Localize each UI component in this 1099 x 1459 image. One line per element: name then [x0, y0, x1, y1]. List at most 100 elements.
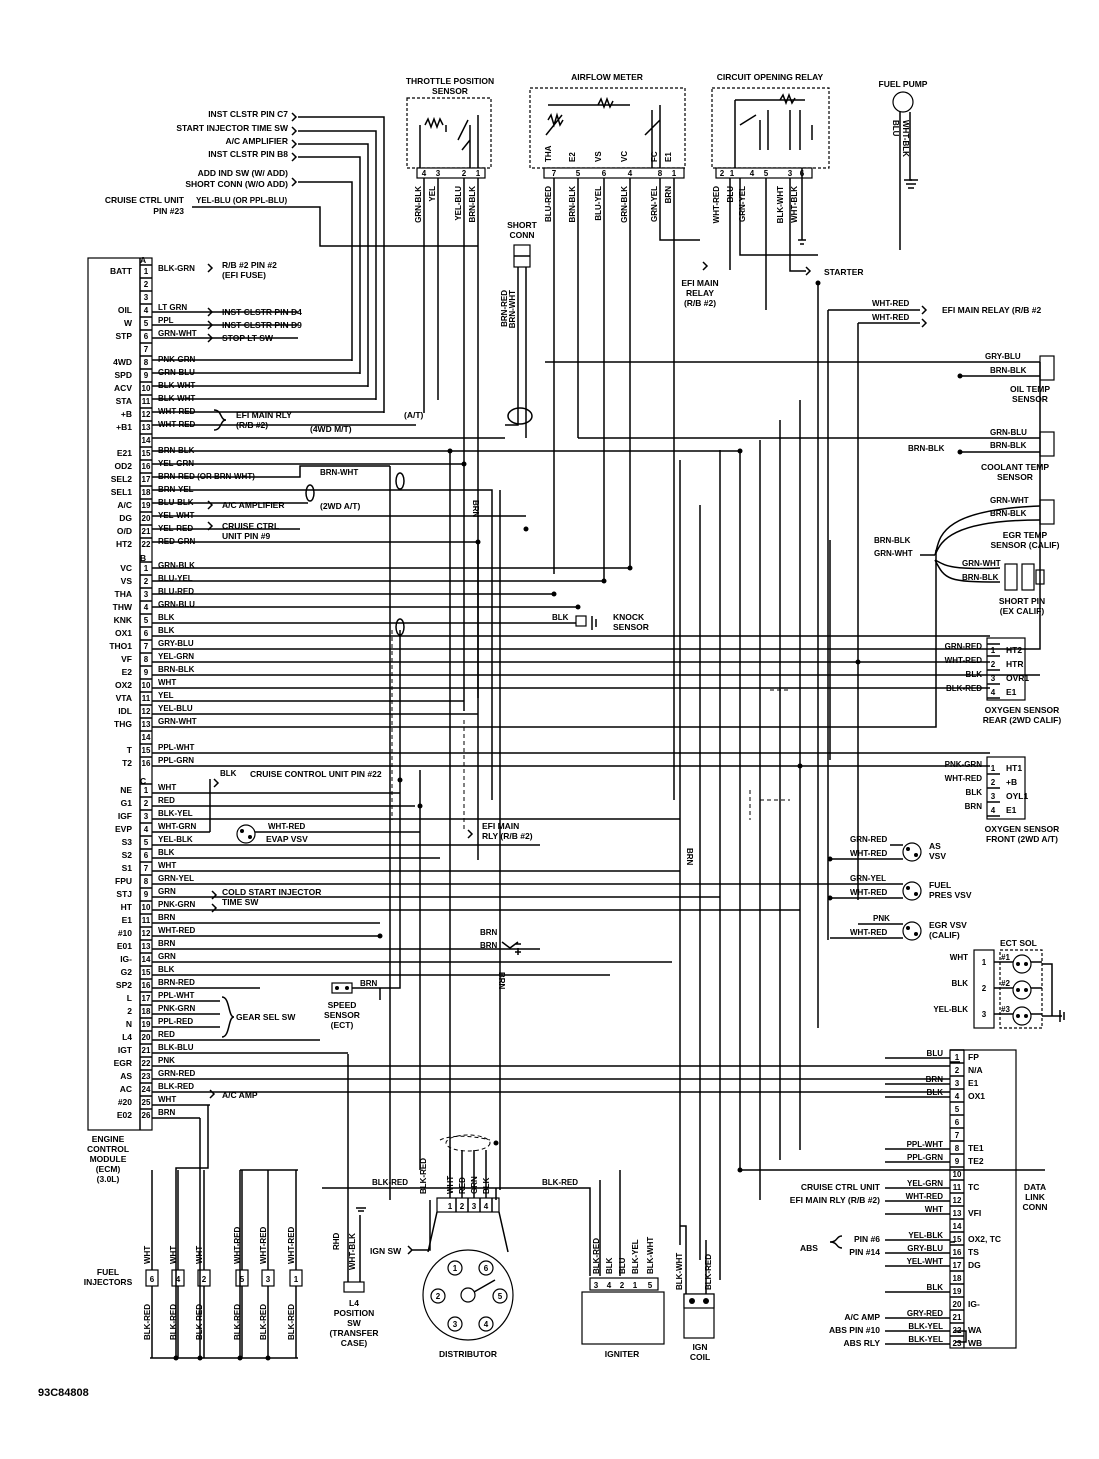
- right-efi-wire-2: WHT-RED: [872, 313, 910, 322]
- main-wiring: BLK-RED BLK-RED: [152, 178, 1045, 1361]
- ecm-wire-color: BRN-BLK: [158, 665, 195, 674]
- dlc-wire: YEL-WHT: [907, 1257, 944, 1266]
- fpv-dot-1: [906, 886, 910, 890]
- ecm-pin-name: SEL2: [111, 474, 133, 484]
- injector-number: 3: [266, 1275, 271, 1284]
- injector-number: 4: [176, 1275, 181, 1284]
- ecm-a-runs: [152, 359, 384, 413]
- ecm-pin-name: VS: [121, 576, 133, 586]
- ect-term: #3: [1001, 1005, 1010, 1014]
- as-dot-2: [914, 853, 918, 857]
- ecm-pin-number: 3: [144, 590, 149, 599]
- short-pin-label: SHORT PIN(EX CALIF): [999, 596, 1045, 616]
- ecm-pin-number: 22: [142, 540, 151, 549]
- fuel-injectors: 6WHTBLK-RED4WHTBLK-RED2WHTBLK-RED5WHT-RE…: [84, 1170, 303, 1359]
- fpv-wires: [152, 883, 903, 899]
- ecm-pin-name: HT2: [116, 539, 132, 549]
- junction-dot: [627, 565, 633, 571]
- ecm-pin-number: 2: [144, 280, 149, 289]
- dist-pin: 4: [484, 1202, 489, 1211]
- o2-pin: 4: [991, 806, 996, 815]
- c-blk-label: BLK: [220, 769, 237, 778]
- l4-wire-1: RHD: [332, 1232, 341, 1250]
- egr-wire-4: GRN-WHT: [874, 549, 913, 558]
- tps-conn: [416, 167, 486, 179]
- at-label: (A/T): [404, 410, 424, 420]
- junction-dot: [493, 1140, 499, 1146]
- ecm-pin-number: 8: [144, 655, 149, 664]
- ecm-pin-number: 15: [142, 746, 151, 755]
- efi-rly-c-1: EFI MAIN: [482, 821, 519, 831]
- injector-top-wire: WHT-RED: [259, 1226, 268, 1264]
- tps-pin: 3: [436, 169, 441, 178]
- junction-dot: [797, 763, 803, 769]
- ecm-b-runs: [152, 362, 1041, 728]
- cruise22-label: CRUISE CONTROL UNIT PIN #22: [250, 769, 382, 779]
- afm-pin: 4: [628, 169, 633, 178]
- ecm-pin-number: 10: [142, 903, 151, 912]
- ecm-a-top: [152, 311, 298, 339]
- o2-wire: GRN-RED: [945, 642, 983, 651]
- dlc-pin: 15: [953, 1235, 962, 1244]
- ecm-pin-name: VC: [120, 563, 132, 573]
- ect-wire: WHT: [950, 953, 968, 962]
- fuel-pump-wire-1: BLU: [891, 120, 900, 137]
- afm-title: AIRFLOW METER: [571, 72, 643, 82]
- dlc-term: DG: [968, 1260, 981, 1270]
- fpv-label-2: PRES VSV: [929, 890, 972, 900]
- dist-pin: 2: [460, 1202, 465, 1211]
- dlc-pin: 12: [953, 1196, 962, 1205]
- ecm-wire-color: WHT: [158, 783, 176, 792]
- ecm-pin-name: E21: [117, 448, 132, 458]
- ecm-a-b: [152, 424, 505, 439]
- rb2-pin2-1: R/B #2 PIN #2: [222, 260, 277, 270]
- ecm-wire-color: WHT: [158, 678, 176, 687]
- ecm-pin-number: 1: [144, 786, 149, 795]
- junction-dot: [815, 280, 821, 286]
- dist-label: DISTRIBUTOR: [439, 1349, 497, 1359]
- short-pin-1: [1004, 563, 1018, 591]
- ecm-pin-name: THW: [113, 602, 133, 612]
- injector-number: 5: [240, 1275, 245, 1284]
- evap-symbol: [236, 824, 256, 844]
- o2-pin: 1: [991, 646, 996, 655]
- o2-wire: PNK-GRN: [945, 760, 983, 769]
- speed-label-2: SENSOR: [324, 1010, 360, 1020]
- stop-lt-label: STOP LT SW: [222, 333, 274, 343]
- ecm-pin-name: DG: [119, 513, 132, 523]
- coil-term-1: [689, 1298, 695, 1304]
- igniter-pin: 2: [620, 1281, 625, 1290]
- o2-term: HTR: [1006, 659, 1023, 669]
- ecm-wire-color: BRN: [158, 1108, 176, 1117]
- ecm-pin-name: HT: [121, 902, 133, 912]
- dlc-term: OX1: [968, 1091, 985, 1101]
- ecm-pin-number: 11: [142, 694, 151, 703]
- ect-pin: 1: [982, 958, 987, 967]
- ecm-pin-name: THG: [114, 719, 132, 729]
- injector-top-wire: WHT: [143, 1246, 152, 1264]
- afm-wire: BRN-BLK: [568, 186, 577, 223]
- dlc-wire: WHT-RED: [906, 1192, 944, 1201]
- afm-pin: 5: [576, 169, 581, 178]
- tps-resistor: [424, 116, 444, 130]
- injectors-label-2: INJECTORS: [84, 1277, 133, 1287]
- efi-main-relay-1: EFI MAIN: [681, 278, 718, 288]
- ecm-pin-name: E02: [117, 1110, 132, 1120]
- junction-dot: [475, 539, 481, 545]
- igniter-pin: 3: [594, 1281, 599, 1290]
- ecm-pin-number: 6: [144, 851, 149, 860]
- dlc-pin: 19: [953, 1287, 962, 1296]
- ecm-wire-color: YEL: [158, 691, 174, 700]
- igniter-body: [581, 1291, 665, 1345]
- afm-pins: 7BLU-RED5BRN-BLK6BLU-YEL4GRN-BLK8GRN-YEL…: [543, 167, 685, 223]
- junction-dot: [173, 1355, 179, 1361]
- dlc-wire: PPL-WHT: [907, 1140, 944, 1149]
- ecm-wire-color: YEL-GRN: [158, 652, 194, 661]
- afm-thermistor: [545, 112, 564, 136]
- ecm-pin-number: 11: [142, 916, 151, 925]
- inst-arrows: [207, 307, 214, 343]
- igniter-wire: BLK: [605, 1257, 614, 1274]
- afm-switch: [644, 105, 661, 168]
